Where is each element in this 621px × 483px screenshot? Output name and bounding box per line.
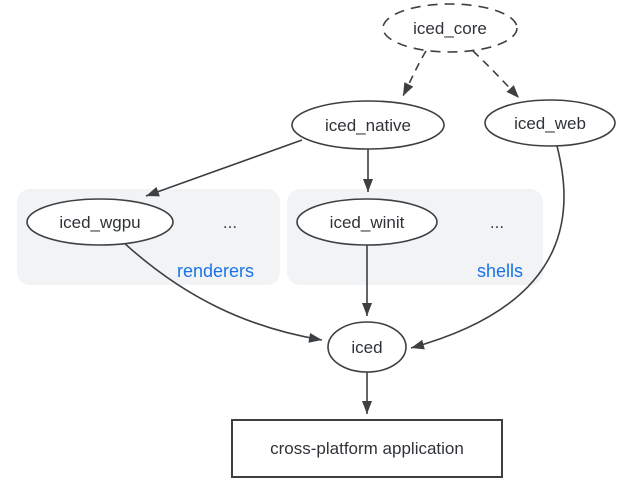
node-iced [327,321,407,373]
shells-ellipsis: ... [490,213,504,232]
renderers-ellipsis: ... [223,213,237,232]
node-iced-native [291,100,445,150]
edge-iced_core-iced_web [472,50,520,99]
node-cross-platform-application-label: cross-platform application [270,439,464,458]
edge-iced_wgpu-iced [121,240,323,343]
node-iced-native-label: iced_native [325,116,411,135]
renderers-group-label: renderers [177,261,254,281]
shells-group-label: shells [477,261,523,281]
node-iced-core [382,3,518,53]
node-cross-platform-application [231,419,503,478]
edge-iced_web-iced [410,145,565,350]
node-iced-wgpu-label: iced_wgpu [59,213,140,232]
node-iced-label: iced [351,338,382,357]
node-iced-web-label: iced_web [514,114,586,133]
node-iced-winit-label: iced_winit [330,213,405,232]
edge-iced_core-iced_native [402,50,427,97]
node-iced-winit [296,198,438,246]
edge-iced_native-iced_wgpu [145,139,303,197]
node-iced-core-label: iced_core [413,19,487,38]
node-iced-web [484,99,616,147]
node-iced-wgpu [26,198,174,246]
